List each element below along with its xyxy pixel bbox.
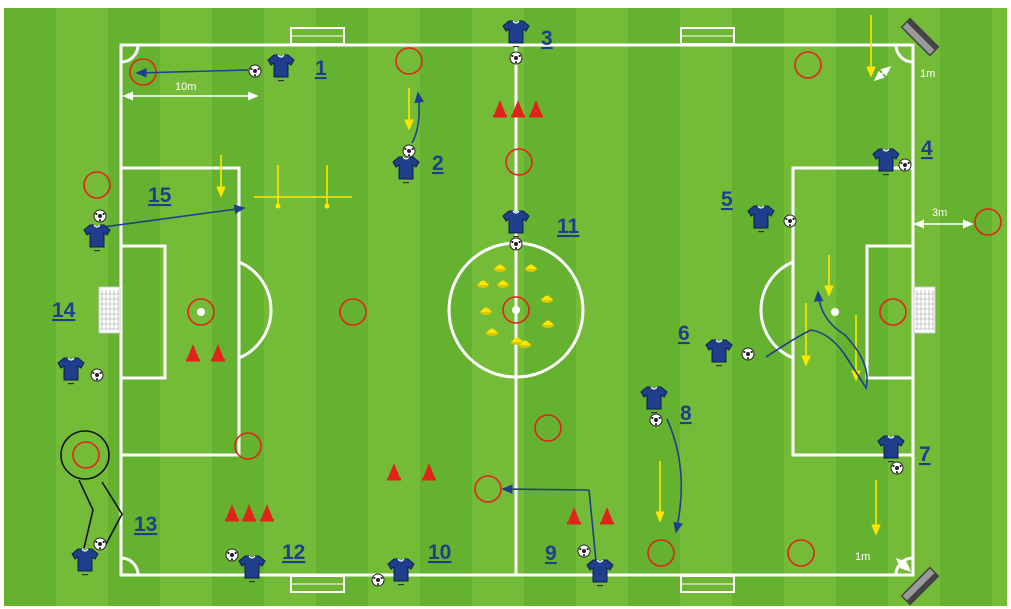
label-3m: 3m — [932, 207, 947, 219]
station-number-12: 12 — [282, 541, 305, 564]
station-number-14: 14 — [52, 299, 76, 322]
grass-stripe — [940, 8, 992, 606]
grass-stripe — [160, 8, 212, 606]
grass-stripe — [732, 8, 784, 606]
station-number-13: 13 — [134, 513, 157, 536]
grass-stripe — [524, 8, 576, 606]
grass-stripe — [4, 8, 56, 606]
station-number-11: 11 — [557, 215, 580, 238]
station-number-10: 10 — [428, 541, 451, 564]
grass-stripe — [680, 8, 732, 606]
station-number-15: 15 — [148, 184, 172, 207]
station-number-8: 8 — [680, 402, 692, 425]
station-number-9: 9 — [545, 542, 557, 565]
station-number-3: 3 — [541, 27, 553, 50]
label-1m-top: 1m — [920, 68, 935, 80]
station-number-5: 5 — [721, 188, 733, 211]
station-number-1: 1 — [315, 57, 327, 80]
station-number-6: 6 — [678, 322, 690, 345]
grass-stripe — [628, 8, 680, 606]
grass-stripe — [316, 8, 368, 606]
goal-net-right — [914, 287, 935, 333]
penalty-spot-right — [831, 308, 839, 316]
station-number-7: 7 — [919, 443, 931, 466]
grass-stripe — [368, 8, 420, 606]
label-10m: 10m — [175, 81, 196, 93]
grass-stripe — [420, 8, 472, 606]
penalty-spot-left — [197, 308, 205, 316]
center-spot — [512, 306, 520, 314]
station-number-4: 4 — [921, 137, 933, 160]
goal-net-left — [99, 287, 120, 333]
label-1m-bottom: 1m — [855, 551, 870, 563]
grass-stripe — [992, 8, 1007, 606]
station-number-2: 2 — [432, 152, 444, 175]
